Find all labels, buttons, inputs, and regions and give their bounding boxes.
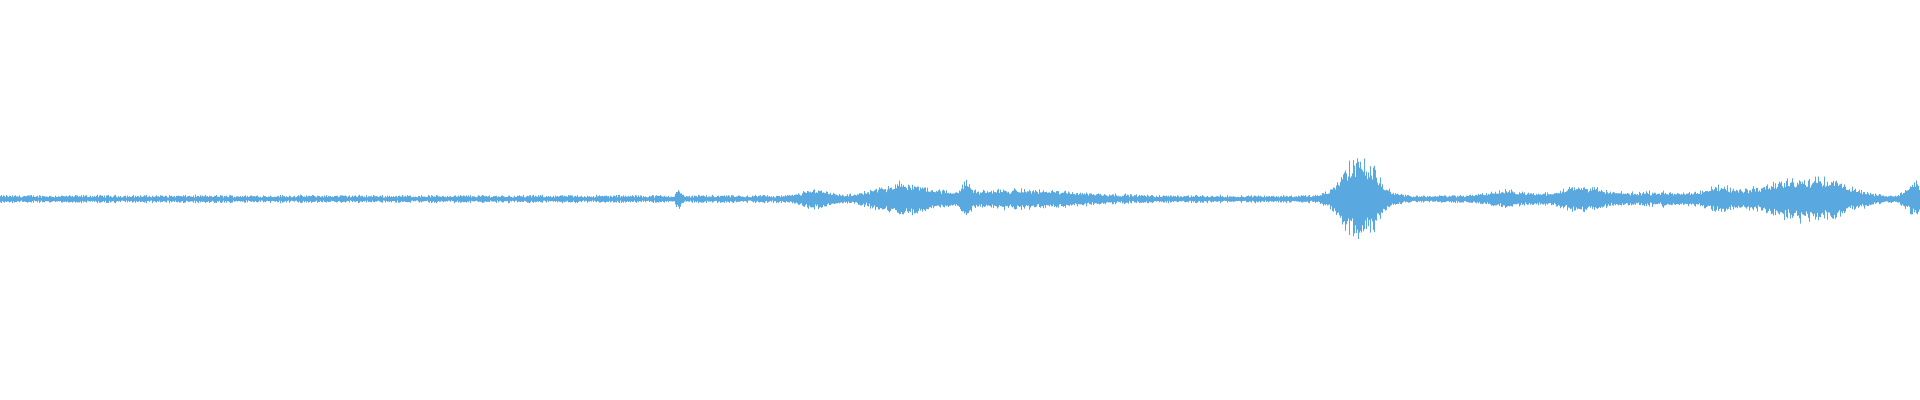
waveform-trace	[0, 158, 1920, 240]
